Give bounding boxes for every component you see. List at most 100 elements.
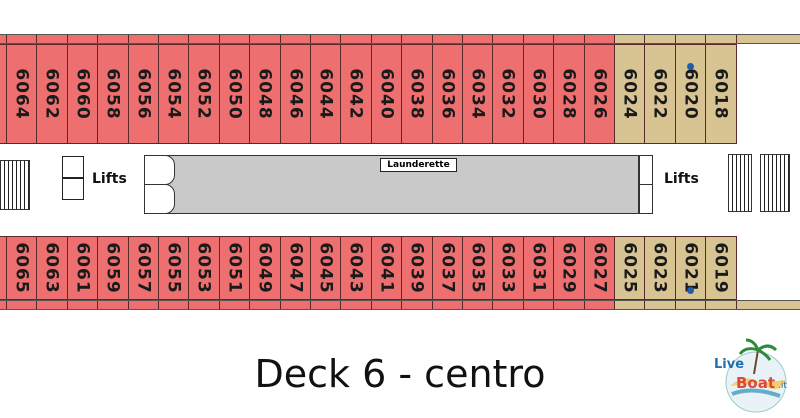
cabin-number: 6018 — [710, 68, 731, 120]
top-cabin[interactable]: 6062 — [36, 44, 68, 144]
strip-divider — [66, 301, 68, 309]
strip-divider — [36, 35, 38, 43]
cabin-number: 6022 — [650, 68, 671, 120]
bottom-cabin[interactable]: 6033 — [492, 236, 524, 300]
service-end-right-lower — [639, 184, 653, 214]
bottom-cabin[interactable]: 6031 — [522, 236, 555, 300]
bottom-cabin[interactable]: 6039 — [401, 236, 433, 300]
top-cabin[interactable]: 6040 — [370, 44, 403, 144]
accessible-cabin-dot-icon — [686, 63, 694, 70]
cabin-number: 6062 — [42, 68, 63, 120]
bottom-cabin[interactable]: 6065 — [6, 236, 38, 300]
cabin-number: 6021 — [680, 242, 701, 294]
strip-divider — [218, 301, 220, 309]
bottom-cabin[interactable]: 6021 — [674, 236, 707, 300]
strip-divider — [340, 35, 342, 43]
bottom-cabin[interactable]: 6053 — [188, 236, 220, 300]
top-cabin[interactable]: 6030 — [522, 44, 555, 144]
bottom-cabin[interactable]: 6045 — [310, 236, 342, 300]
top-cabin[interactable]: 6022 — [644, 44, 676, 144]
bottom-cabin[interactable]: 6051 — [218, 236, 251, 300]
cabin-number: 6030 — [528, 68, 549, 120]
top-cabin[interactable]: 6056 — [127, 44, 159, 144]
strip-divider — [158, 301, 159, 309]
bottom-cabin[interactable]: 6019 — [705, 236, 737, 300]
cabin-number: 6044 — [315, 68, 336, 120]
strip-divider — [249, 301, 251, 309]
strip-divider — [431, 301, 433, 309]
bottom-cabin[interactable]: 6059 — [97, 236, 129, 300]
cabin-number: 6050 — [224, 68, 245, 120]
cabin-number: 6059 — [102, 242, 123, 294]
top-cabin[interactable]: 6034 — [462, 44, 494, 144]
strip-divider — [401, 301, 403, 309]
strip-divider — [127, 35, 129, 43]
strip-divider — [462, 35, 463, 43]
strip-divider — [553, 35, 555, 43]
top-cabin[interactable]: 6064 — [6, 44, 38, 144]
cabin-number: 6040 — [376, 68, 397, 120]
top-cabin[interactable]: 6036 — [431, 44, 463, 144]
strip-divider — [431, 35, 433, 43]
strip-divider — [370, 301, 372, 309]
top-cabin[interactable]: 6044 — [310, 44, 342, 144]
lifts-left-label: Lifts — [92, 171, 127, 187]
top-cabin[interactable]: 6018 — [705, 44, 737, 144]
stairs-right-outer-icon — [760, 154, 790, 212]
strip-divider — [6, 301, 7, 309]
bottom-cabin[interactable]: 6027 — [583, 236, 615, 300]
top-cabin[interactable]: 6058 — [97, 44, 129, 144]
stairs-left-icon — [0, 160, 30, 210]
strip-divider — [553, 301, 555, 309]
bottom-cabin[interactable]: 6063 — [36, 236, 68, 300]
strip-divider — [492, 35, 494, 43]
top-cabin[interactable]: 6020 — [674, 44, 707, 144]
bottom-cabin[interactable]: 6055 — [158, 236, 190, 300]
cabin-number: 6035 — [467, 242, 488, 294]
top-cabin[interactable]: 6028 — [553, 44, 585, 144]
globe-with-palm-logo: Live Boat .it — [714, 338, 787, 413]
stairs-right-icon — [728, 154, 752, 212]
cabin-number: 6034 — [467, 68, 488, 120]
strip-divider — [158, 35, 159, 43]
top-cabin[interactable]: 6038 — [401, 44, 433, 144]
top-cabin[interactable]: 6042 — [340, 44, 372, 144]
strip-divider — [310, 301, 311, 309]
cabin-number: 6048 — [254, 68, 275, 120]
strip-divider — [97, 35, 99, 43]
top-cabin[interactable]: 6046 — [279, 44, 311, 144]
bottom-cabin[interactable]: 6035 — [462, 236, 494, 300]
strip-divider — [705, 35, 707, 43]
service-end-cap-lower — [144, 184, 175, 214]
bottom-cabin[interactable]: 6061 — [66, 236, 99, 300]
top-cabin[interactable]: 6050 — [218, 44, 251, 144]
bottom-cabin[interactable]: 6041 — [370, 236, 403, 300]
cabin-number: 6029 — [558, 242, 579, 294]
bottom-cabin[interactable]: 6057 — [127, 236, 159, 300]
top-cabin[interactable]: 6054 — [158, 44, 190, 144]
top-cabin[interactable]: 6026 — [583, 44, 615, 144]
strip-divider — [735, 301, 737, 309]
bottom-cabin[interactable]: 6047 — [279, 236, 311, 300]
top-cabin[interactable]: 6048 — [249, 44, 281, 144]
top-cabin[interactable]: 6032 — [492, 44, 524, 144]
bottom-cabin[interactable]: 6049 — [249, 236, 281, 300]
bottom-cabin[interactable]: 6029 — [553, 236, 585, 300]
cabin-number: 6042 — [346, 68, 367, 120]
cabin-number: 6023 — [650, 242, 671, 294]
bottom-cabin[interactable]: 6025 — [614, 236, 646, 300]
strip-divider — [370, 35, 372, 43]
strip-divider — [674, 301, 676, 309]
bottom-cabin[interactable]: 6043 — [340, 236, 372, 300]
top-cabin[interactable]: 6052 — [188, 44, 220, 144]
strip-divider — [462, 301, 463, 309]
top-cabin[interactable]: 6024 — [614, 44, 646, 144]
cabin-number: 6052 — [194, 68, 215, 120]
strip-divider — [279, 301, 281, 309]
bottom-cabin[interactable]: 6023 — [644, 236, 676, 300]
bottom-cabin[interactable]: 6037 — [431, 236, 463, 300]
top-cabin[interactable]: 6060 — [66, 44, 99, 144]
strip-divider — [522, 301, 524, 309]
